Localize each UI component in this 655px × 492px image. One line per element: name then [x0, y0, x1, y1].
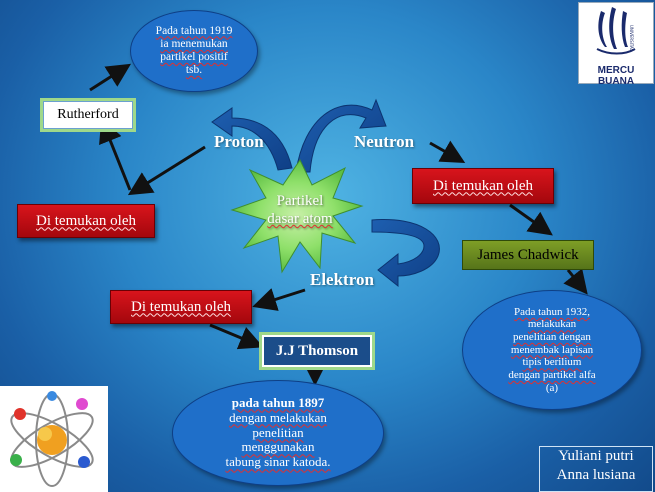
note-chadwick-line7: (a)	[545, 381, 559, 394]
label-elektron: Elektron	[310, 270, 374, 289]
center-label-line1: Partikel	[276, 193, 324, 209]
chadwick-box: James Chadwick	[462, 240, 594, 270]
author-2: Anna lusiana	[556, 466, 636, 483]
note-chadwick-line5: tipis berilium	[522, 356, 582, 369]
note-rutherford-line4: tsb.	[185, 64, 203, 77]
logo-line2: MERCU BUANA	[597, 65, 635, 87]
note-chadwick-line2: melakukan	[527, 318, 577, 331]
curved-arrow-elektron	[371, 218, 440, 288]
note-chadwick: Pada tahun 1932, melakukan penelitian de…	[462, 290, 642, 410]
note-thomson-line3: penelitian	[252, 424, 304, 440]
center-star	[230, 159, 364, 274]
curved-arrow-neutron	[295, 98, 387, 173]
thomson-label: J.J Thomson	[275, 342, 359, 359]
note-chadwick-line6: dengan partikel alfa	[508, 368, 596, 381]
note-thomson-line1: pada tahun 1897	[231, 394, 325, 410]
arrow-box-chadwick	[509, 203, 553, 236]
arrow-proton-box	[127, 145, 206, 196]
arrow-neutron-box	[429, 140, 466, 163]
chadwick-label: James Chadwick	[477, 246, 579, 263]
note-chadwick-line3: penelitian dengan	[513, 331, 591, 344]
found-by-elektron: Di temukan oleh	[110, 290, 252, 324]
rutherford-box: Rutherford	[43, 101, 133, 129]
authors-box: Yuliani putri Anna lusiana	[539, 446, 653, 492]
center-label: Partikel dasar atom	[250, 192, 350, 228]
thomson-box: J.J Thomson	[262, 335, 372, 367]
note-thomson-line2: dengan melakukan	[229, 409, 327, 425]
label-proton: Proton	[214, 132, 264, 151]
label-neutron: Neutron	[354, 132, 415, 151]
note-rutherford-line2: ia menemukan	[160, 37, 228, 50]
curved-arrow-proton	[211, 107, 293, 171]
found-by-elektron-label: Di temukan oleh	[131, 298, 231, 315]
author-1: Yuliani putri	[558, 448, 634, 464]
note-chadwick-line1: Pada tahun 1932,	[513, 305, 591, 318]
logo-line1: UNIVERSITAS	[629, 25, 634, 52]
logo-emblem-icon	[596, 7, 636, 55]
arrow-elektron-box	[252, 288, 306, 311]
note-rutherford-line3: partikel positif	[160, 51, 228, 63]
arrow-chadwick-note	[563, 268, 588, 295]
note-rutherford: Pada tahun 1919 ia menemukan partikel po…	[130, 10, 258, 92]
arrow-box-thomson	[209, 323, 264, 350]
note-chadwick-line4: menembak lapisan	[510, 343, 594, 356]
note-thomson: pada tahun 1897 dengan melakukan penelit…	[172, 380, 384, 486]
atom-illustration	[0, 386, 108, 492]
note-thomson-line5: tabung sinar katoda.	[225, 454, 331, 470]
center-label-line2: dasar atom	[267, 211, 333, 227]
rutherford-label: Rutherford	[57, 107, 119, 122]
note-rutherford-line1: Pada tahun 1919	[155, 24, 233, 37]
arrow-rutherford-box	[99, 118, 132, 191]
university-logo: UNIVERSITAS MERCU BUANA	[578, 2, 654, 87]
found-by-neutron-label: Di temukan oleh	[433, 177, 533, 194]
arrow-rutherford-note	[89, 63, 132, 92]
found-by-proton: Di temukan oleh	[17, 204, 155, 238]
found-by-neutron: Di temukan oleh	[412, 168, 554, 204]
note-thomson-line4: menggunakan	[241, 439, 315, 455]
found-by-proton-label: Di temukan oleh	[36, 212, 136, 229]
